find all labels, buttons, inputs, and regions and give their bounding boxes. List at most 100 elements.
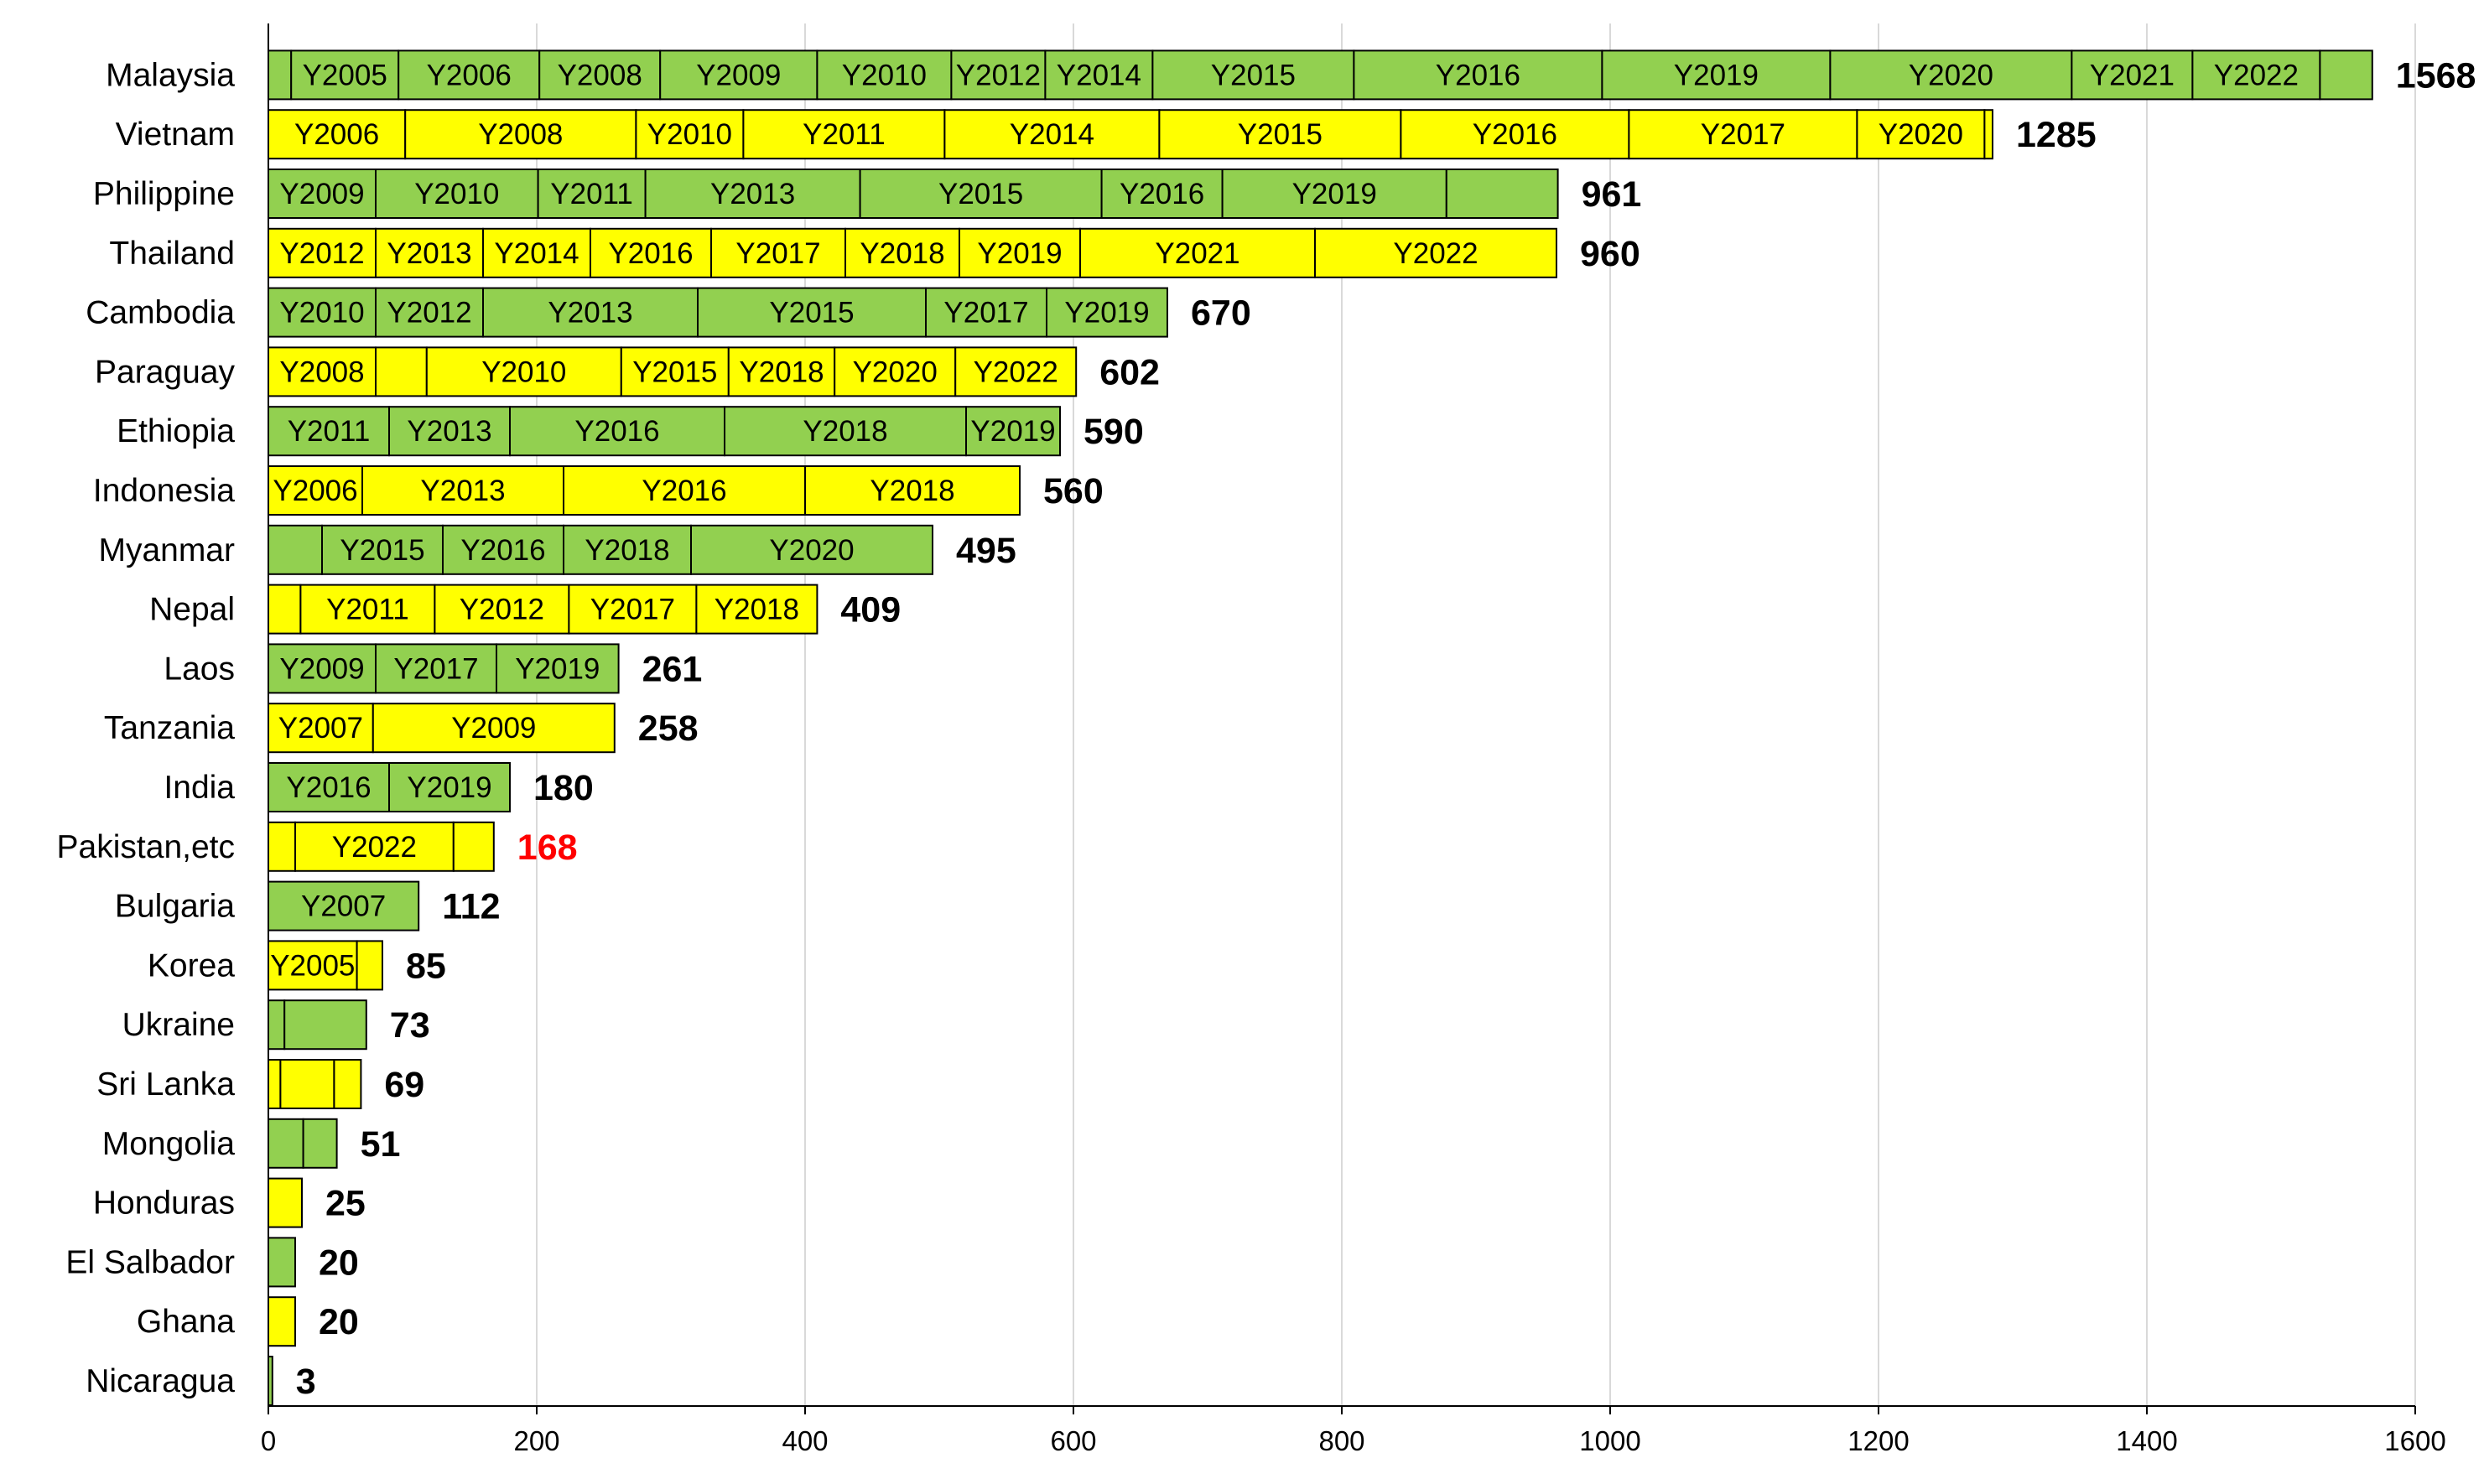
total-label: 261 [642,649,703,689]
category-label: Mongolia [102,1126,236,1162]
category-label: Laos [164,651,235,687]
bar-segment [268,169,377,219]
x-tick-label: 600 [1050,1425,1096,1456]
category-label: Thailand [109,236,235,272]
segment-label: Y2015 [1238,118,1323,151]
category-label: Bulgaria [115,889,235,925]
total-label: 112 [442,887,500,927]
segment-label: Y2012 [279,237,364,270]
total-label: 20 [319,1243,359,1283]
category-label: Philippine [93,176,235,212]
bar-segment [496,643,620,694]
bar-segment [1983,109,1993,160]
segment-label: Y2017 [393,652,478,685]
segment-label: Y2019 [970,415,1055,448]
total-label: 85 [406,946,446,986]
bar-segment [925,287,1047,338]
segment-label: Y2011 [288,415,371,448]
segment-label: Y2006 [427,59,512,91]
total-label: 961 [1582,174,1642,215]
bar-segment [950,49,1047,101]
bar-segment [404,109,637,160]
bar-segment [695,584,818,635]
total-label: 409 [840,590,901,630]
segment-label: Y2017 [1701,118,1785,151]
bar-segment [1046,287,1168,338]
bar-segment [375,346,428,397]
segment-label: Y2018 [715,594,799,626]
category-label: Ghana [137,1304,235,1340]
segment-label: Y2013 [387,237,471,270]
total-label: 960 [1580,234,1640,274]
bar-segment [2191,49,2321,101]
segment-label: Y2010 [842,59,927,91]
category-label: Indonesia [93,473,235,509]
bar-segment [1100,169,1224,219]
category-label: India [164,770,235,806]
segment-label: Y2013 [407,415,491,448]
bar-segment [1400,109,1630,160]
segment-label: Y2009 [279,178,364,210]
bar-segment [563,524,692,575]
segment-label: Y2005 [270,949,355,982]
bar-segment [1353,49,1603,101]
category-label: Tanzania [104,710,235,746]
bar-segment [620,346,730,397]
total-label: 73 [390,1005,430,1046]
segment-label: Y2011 [326,594,409,626]
total-label: 258 [638,708,699,749]
bar-segment [372,703,616,754]
segment-label: Y2015 [340,534,424,567]
bar-segment [590,227,712,278]
bar-segment [268,287,377,338]
bar-segment [299,584,436,635]
x-tick-label: 1400 [2116,1425,2177,1456]
bar-segment [690,524,933,575]
segment-label: Y2017 [943,297,1028,329]
total-label: 602 [1099,352,1160,392]
segment-label: Y2006 [273,475,357,507]
bar-segment [375,287,484,338]
segment-label: Y2018 [803,415,887,448]
bar-segment [452,821,495,872]
segment-label: Y2016 [286,771,371,804]
total-label: 20 [319,1302,359,1342]
bar-segment [283,999,367,1051]
total-label: 1568 [2396,55,2476,96]
total-label: 51 [361,1124,401,1165]
segment-label: Y2020 [853,355,938,388]
segment-label: Y2022 [332,831,417,864]
segment-label: Y2013 [548,297,632,329]
segment-label: Y2009 [696,59,781,91]
segment-label: Y2005 [303,59,387,91]
segment-label: Y2022 [2214,59,2299,91]
segment-label: Y2022 [1393,237,1478,270]
total-label: 69 [384,1065,424,1105]
segment-label: Y2012 [460,594,544,626]
x-tick-label: 800 [1318,1425,1364,1456]
bar-segment [727,346,836,397]
segment-label: Y2018 [860,237,944,270]
bar-segment [1829,49,2073,101]
category-label: Korea [148,947,235,983]
segment-label: Y2011 [803,118,886,151]
segment-label: Y2010 [279,297,364,329]
segment-label: Y2020 [1909,59,1993,91]
bar-segment [268,1118,304,1169]
bar-segment [294,821,455,872]
bar-segment [442,524,564,575]
bar-segment [859,169,1103,219]
bar-segment [268,346,377,397]
bar-segment [2071,49,2194,101]
segment-label: Y2016 [460,534,545,567]
bar-segment [804,465,1021,516]
x-tick-label: 200 [513,1425,559,1456]
segment-label: Y2016 [642,475,726,507]
segment-label: Y2018 [870,475,954,507]
segment-label: Y2020 [1879,118,1963,151]
total-label: 180 [533,768,594,808]
x-tick-label: 1600 [2384,1425,2445,1456]
